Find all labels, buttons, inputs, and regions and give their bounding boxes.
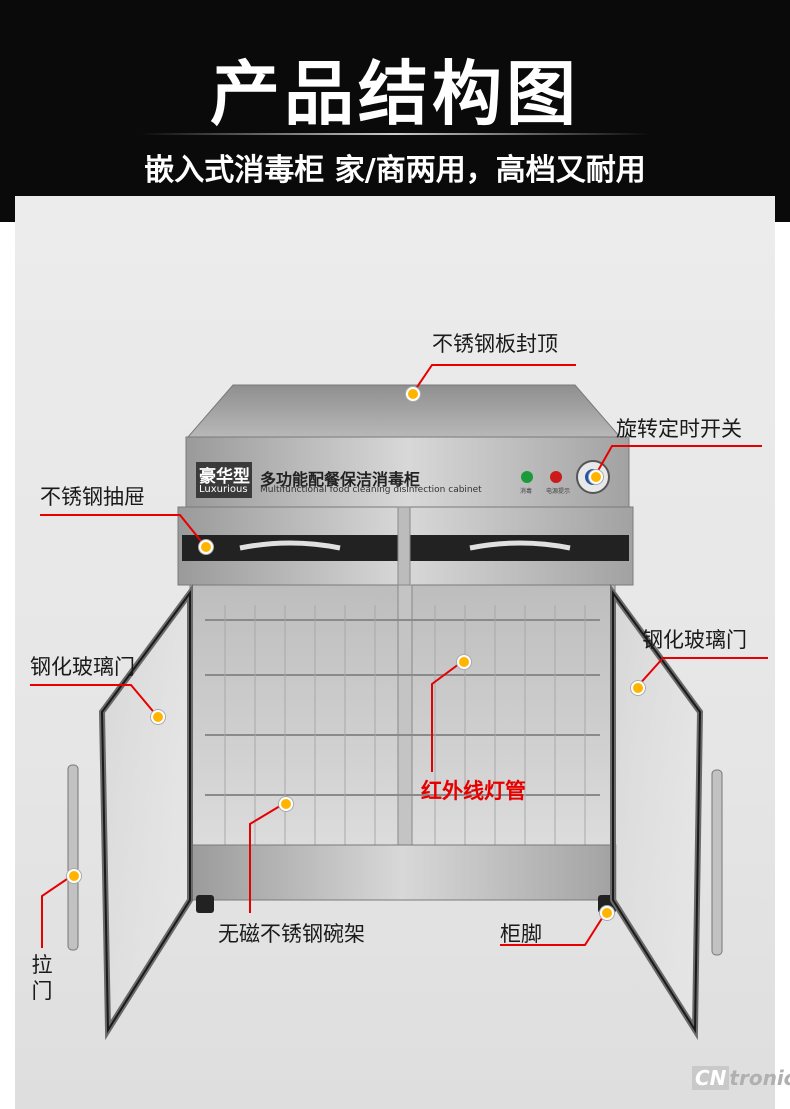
page-title: 产品结构图: [210, 53, 580, 135]
marker-timer: [589, 470, 603, 484]
drawer-right-handle: [469, 540, 571, 551]
callout-glass-left: 钢化玻璃门: [30, 655, 135, 679]
marker-top-plate: [406, 387, 420, 401]
drawer-divider: [397, 506, 411, 586]
header-divider: [140, 133, 650, 135]
brand-badge-en: Luxurious: [199, 484, 248, 495]
power-indicator-icon: [550, 471, 562, 483]
callout-handle: 拉门: [31, 953, 53, 1003]
disinfect-indicator-icon: [521, 471, 533, 483]
glass-door-right-edge: [612, 589, 702, 1034]
marker-glass-right: [631, 681, 645, 695]
callout-drawer: 不锈钢抽屉: [40, 485, 145, 509]
marker-feet: [600, 906, 614, 920]
product-name-en: Multifunctional food cleaning disinfecti…: [260, 485, 482, 495]
product-name: 多功能配餐保洁消毒柜: [260, 470, 421, 489]
watermark-suffix: tronic: [729, 1066, 790, 1090]
page-subtitle: 嵌入式消毒柜 家/商两用，高档又耐用: [144, 153, 646, 188]
callout-timer: 旋转定时开关: [616, 417, 742, 441]
marker-drawer: [199, 540, 213, 554]
header-banner: 产品结构图 嵌入式消毒柜 家/商两用，高档又耐用: [0, 0, 790, 222]
marker-handle: [67, 869, 81, 883]
marker-rack: [279, 797, 293, 811]
callout-glass-right: 钢化玻璃门: [642, 628, 747, 652]
indicator-power-label: 电源提示: [546, 488, 571, 495]
brand-badge-box: [196, 462, 252, 498]
watermark-prefix: CN: [692, 1066, 730, 1090]
brand-badge: 豪华型: [199, 467, 250, 487]
marker-infrared: [457, 655, 471, 669]
drawer-left-handle: [239, 540, 341, 551]
top-plate: [186, 384, 622, 438]
door-pull-handle: [67, 764, 79, 951]
cabinet-base: [187, 844, 617, 901]
indicator-disinfect-label: 消毒: [520, 488, 533, 495]
callout-rack: 无磁不锈钢碗架: [218, 922, 365, 946]
callout-top-plate: 不锈钢板封顶: [432, 332, 558, 356]
glass-door-left-edge: [100, 589, 191, 1034]
callout-lines: [30, 364, 768, 948]
door-pull-handle-right: [711, 769, 723, 956]
callout-feet: 柜脚: [500, 922, 542, 946]
foot-left: [196, 895, 214, 913]
drawer-right: [410, 535, 629, 561]
callout-infrared: 红外线灯管: [421, 779, 526, 803]
drawer-left: [182, 535, 399, 561]
marker-glass-left: [151, 710, 165, 724]
